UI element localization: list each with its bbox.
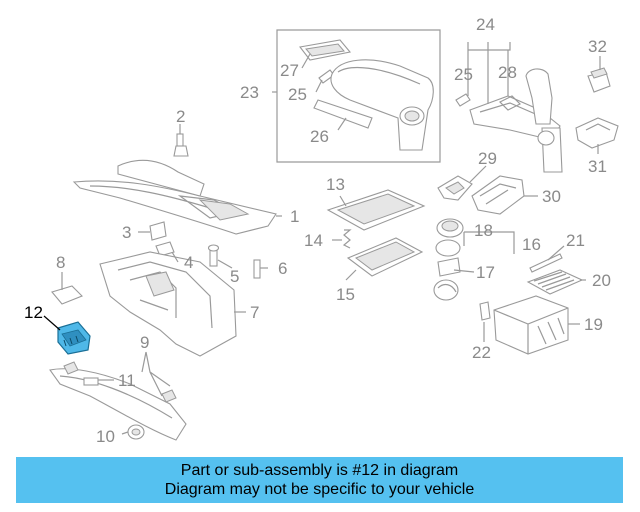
- callout-32: 32: [588, 37, 607, 56]
- part-2-screw[interactable]: [173, 133, 189, 157]
- part-8-bracket[interactable]: [51, 285, 83, 305]
- part-21-rod[interactable]: [529, 253, 563, 273]
- callout-19: 19: [584, 315, 603, 334]
- part-5-bolt[interactable]: [207, 244, 220, 267]
- callout-27: 27: [280, 61, 299, 80]
- part-12-highlighted[interactable]: [57, 321, 91, 355]
- armrest-hinge-assembly: [455, 68, 563, 173]
- part-14-spring[interactable]: [342, 229, 352, 249]
- callout-24: 24: [476, 15, 495, 34]
- part-20-mat[interactable]: [526, 269, 584, 295]
- callout-21: 21: [566, 231, 585, 250]
- callout-7: 7: [250, 303, 259, 322]
- part-6-bolt[interactable]: [253, 259, 261, 279]
- callout-labels: 23 27 25 26 24 25 28 32 31 29 30 13 14 1…: [24, 15, 611, 446]
- info-banner: Part or sub-assembly is #12 in diagram D…: [16, 457, 623, 503]
- callout-12: 12: [24, 303, 43, 322]
- callout-29: 29: [478, 149, 497, 168]
- callout-11: 11: [118, 371, 136, 390]
- callout-22: 22: [472, 343, 491, 362]
- callout-10: 10: [96, 427, 115, 446]
- armrest-lid[interactable]: [330, 59, 434, 151]
- part-9-side-panel[interactable]: [49, 361, 187, 441]
- cup-holder-parts: [433, 218, 464, 301]
- callout-26: 26: [310, 127, 329, 146]
- callout-13: 13: [326, 175, 345, 194]
- part-13-tray[interactable]: [326, 189, 426, 231]
- leader-lines: [43, 42, 601, 435]
- callout-16: 16: [522, 235, 541, 254]
- part-10-button[interactable]: [127, 424, 145, 440]
- part-1-console-trim[interactable]: [72, 159, 277, 235]
- callout-14: 14: [304, 231, 323, 250]
- callout-8: 8: [56, 253, 65, 272]
- part-3-clip[interactable]: [149, 221, 167, 241]
- callout-3: 3: [122, 223, 131, 242]
- part-19-bin[interactable]: [493, 295, 569, 355]
- callout-17: 17: [476, 263, 495, 282]
- part-7-console-frame[interactable]: [99, 251, 237, 357]
- part-4-clip[interactable]: [155, 241, 175, 257]
- callout-15: 15: [336, 285, 355, 304]
- part-32-plug[interactable]: [587, 67, 611, 93]
- armrest-inset-box: [276, 29, 441, 163]
- callout-18: 18: [474, 221, 493, 240]
- banner-line-1: Part or sub-assembly is #12 in diagram: [180, 462, 459, 479]
- callout-23: 23: [240, 83, 259, 102]
- callout-6: 6: [278, 259, 287, 278]
- callout-2: 2: [176, 107, 185, 126]
- callout-25-upper: 25: [288, 85, 307, 104]
- part-11-clip[interactable]: [83, 377, 99, 386]
- callout-1: 1: [290, 207, 299, 226]
- part-26-strip[interactable]: [313, 99, 373, 129]
- banner-line-2: Diagram may not be specific to your vehi…: [164, 481, 475, 498]
- callout-4: 4: [184, 253, 193, 272]
- callout-25-right: 25: [454, 65, 473, 84]
- callout-30: 30: [542, 187, 561, 206]
- callout-20: 20: [592, 271, 611, 290]
- callout-9: 9: [140, 333, 149, 352]
- callout-28: 28: [498, 63, 517, 82]
- callout-5: 5: [230, 267, 239, 286]
- part-15-tray[interactable]: [346, 237, 424, 277]
- part-30-housing[interactable]: [471, 175, 525, 215]
- part-25-pin[interactable]: [455, 93, 471, 107]
- callout-31: 31: [588, 157, 607, 176]
- parts-diagram: 23 27 25 26 24 25 28 32 31 29 30 13 14 1…: [24, 15, 619, 446]
- part-17-cup[interactable]: [433, 279, 459, 301]
- part-31-bracket[interactable]: [575, 117, 619, 149]
- part-22-insert[interactable]: [479, 301, 491, 321]
